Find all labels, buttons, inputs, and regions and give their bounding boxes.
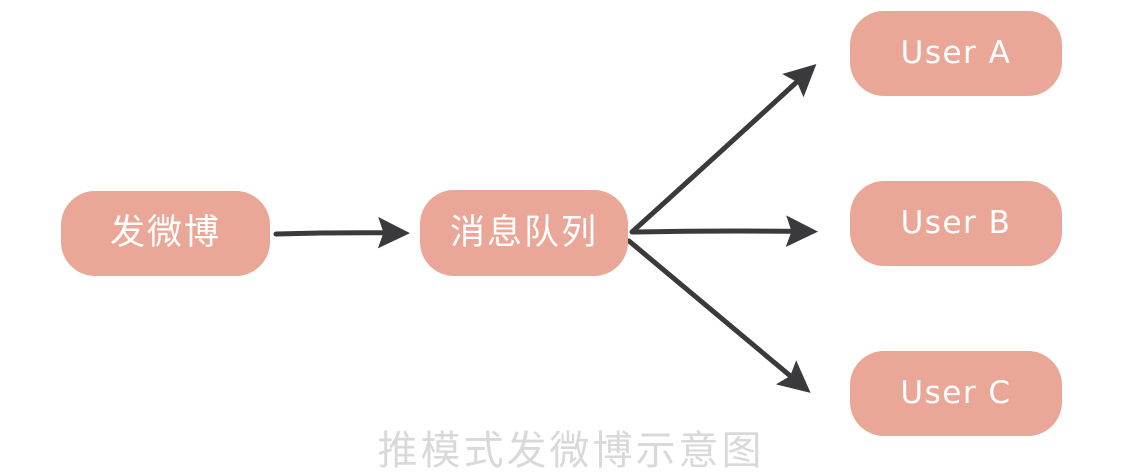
node-user-c[interactable]: User C [850,351,1062,436]
node-user-a[interactable]: User A [850,11,1062,96]
node-post[interactable]: 发微博 [61,191,270,276]
edge-queue-to-user-b [630,215,818,247]
node-post-label: 发微博 [109,213,221,253]
node-message-queue[interactable]: 消息队列 [420,190,628,276]
node-user-a-label: User A [900,35,1012,71]
diagram-caption: 推模式发微博示意图 [377,428,765,474]
edge-post-to-queue [273,216,410,249]
node-user-b[interactable]: User B [850,181,1062,266]
edge-queue-to-user-a [629,63,817,235]
node-message-queue-label: 消息队列 [449,212,598,253]
node-user-b-label: User B [900,205,1012,241]
edge-queue-to-user-c [626,238,811,393]
node-user-c-label: User C [900,375,1012,411]
